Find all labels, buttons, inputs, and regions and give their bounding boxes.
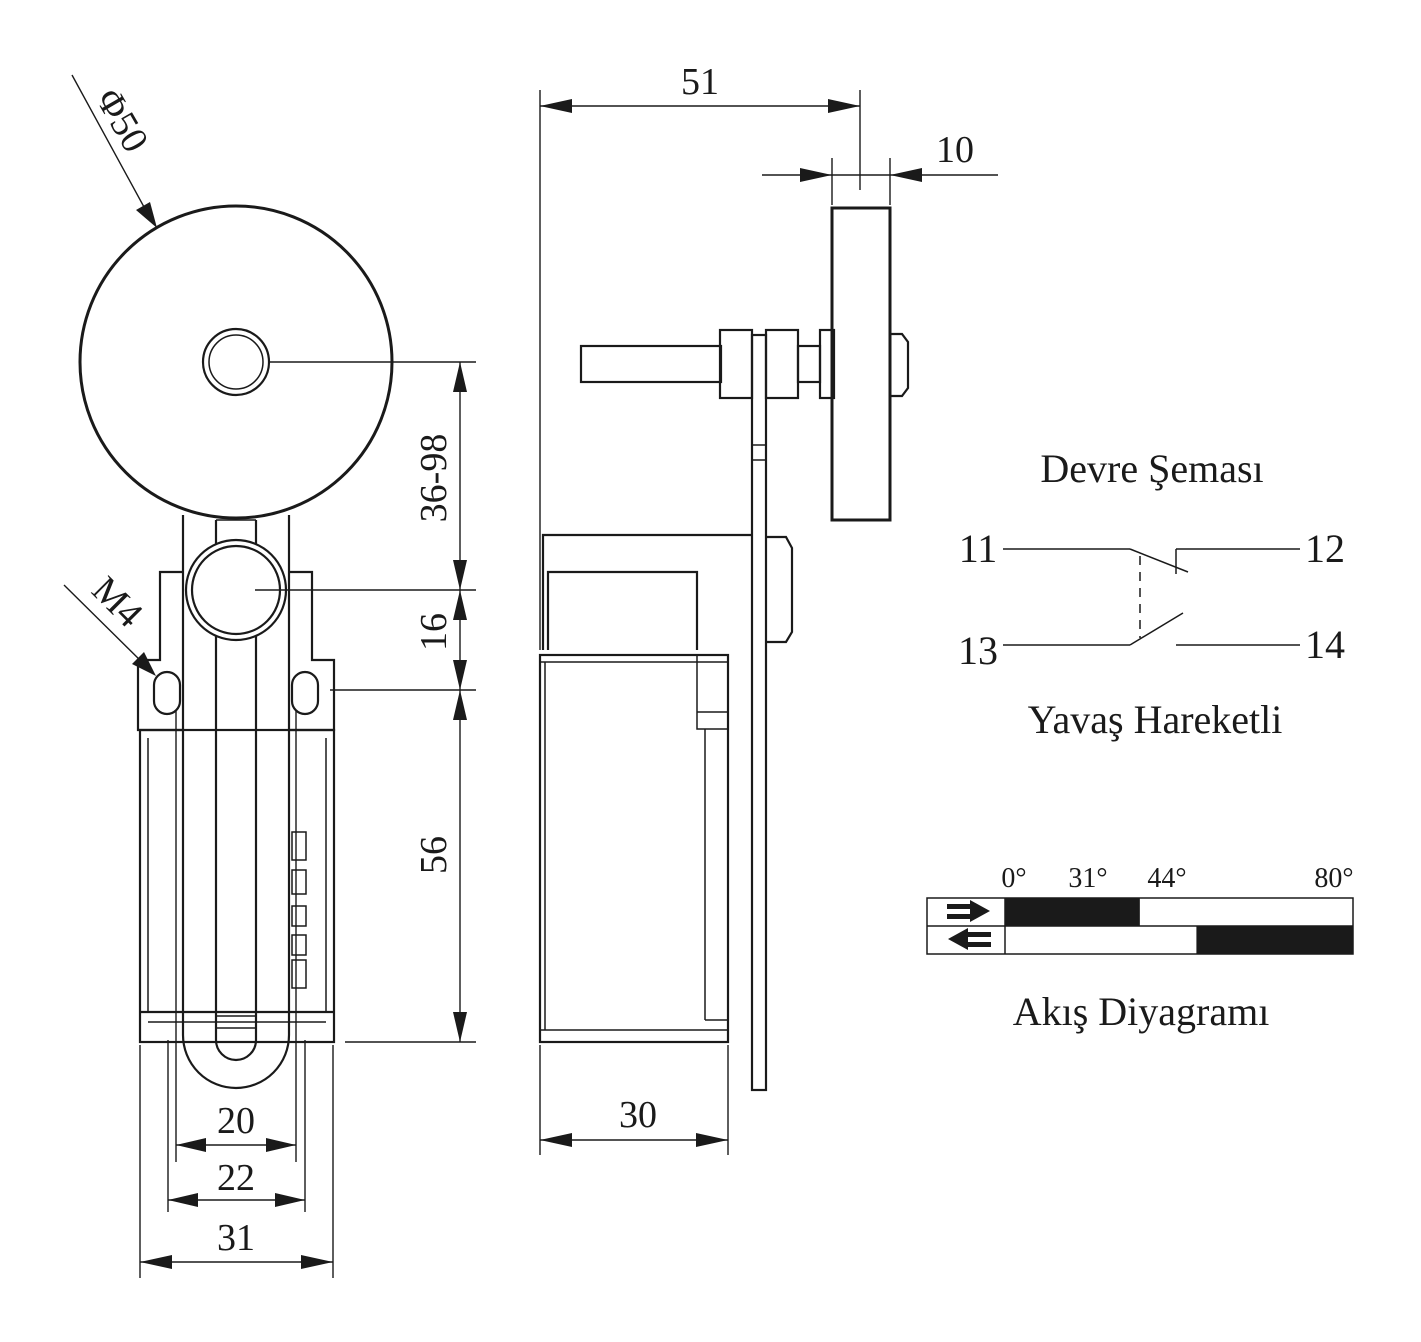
- dim-total-depth: 51: [681, 61, 719, 103]
- terminal-13: 13: [958, 628, 998, 673]
- angle-label-31: 31°: [1068, 863, 1107, 894]
- side-head: [541, 533, 752, 650]
- dim-arm-length: 36-98: [413, 434, 455, 523]
- flow-diagram: 0° 31° 44° 80° Akış Diyagramı: [926, 863, 1354, 1034]
- mount-hole-left: [152, 670, 182, 716]
- front-body: [138, 728, 336, 1044]
- side-body: [538, 653, 730, 1044]
- forward-arrow-icon: [947, 900, 990, 922]
- dim-pivot-to-hole: 16: [413, 613, 455, 651]
- return-arrow-icon: [948, 928, 991, 950]
- front-dimensions: Φ50 M4 36-98 16 56 20: [63, 74, 476, 1278]
- angle-label-0: 0°: [1001, 863, 1026, 894]
- roller-hub-inner: [208, 334, 264, 390]
- side-dimensions: 51 10 30: [539, 61, 998, 1155]
- dim-roller-width: 10: [936, 129, 974, 171]
- flow-bar-return: [1196, 926, 1353, 954]
- circuit-title: Devre Şeması: [1040, 446, 1263, 491]
- dim-body-width: 31: [217, 1217, 255, 1259]
- terminal-11: 11: [959, 526, 998, 571]
- terminal-14: 14: [1305, 622, 1345, 667]
- dim-roller-diameter: Φ50: [87, 82, 156, 160]
- head-housing: [136, 570, 183, 732]
- side-lever-plate: [750, 333, 768, 1092]
- dim-inner-width: 20: [217, 1100, 255, 1142]
- lever-slot: [214, 520, 258, 1062]
- action-type: Yavaş Hareketli: [1028, 697, 1283, 742]
- lever-arm: [181, 515, 291, 1090]
- side-roller: [830, 206, 892, 522]
- flow-bar-forward: [1005, 898, 1140, 926]
- angle-label-80: 80°: [1314, 863, 1353, 894]
- circuit-diagram: Devre Şeması 11 12 13 14 Yavaş Hareketli: [958, 446, 1345, 742]
- dim-body-depth: 30: [619, 1094, 657, 1136]
- dim-thread: M4: [84, 569, 151, 636]
- dim-body-height: 56: [413, 836, 455, 874]
- flow-title: Akış Diyagramı: [1013, 989, 1270, 1034]
- terminal-12: 12: [1305, 526, 1345, 571]
- roller-hub-outer: [201, 327, 271, 397]
- side-view: [538, 206, 910, 1092]
- side-axle: [579, 344, 723, 384]
- mount-hole-right: [290, 670, 320, 716]
- angle-label-44: 44°: [1147, 863, 1186, 894]
- dim-hole-spacing: 22: [217, 1157, 255, 1199]
